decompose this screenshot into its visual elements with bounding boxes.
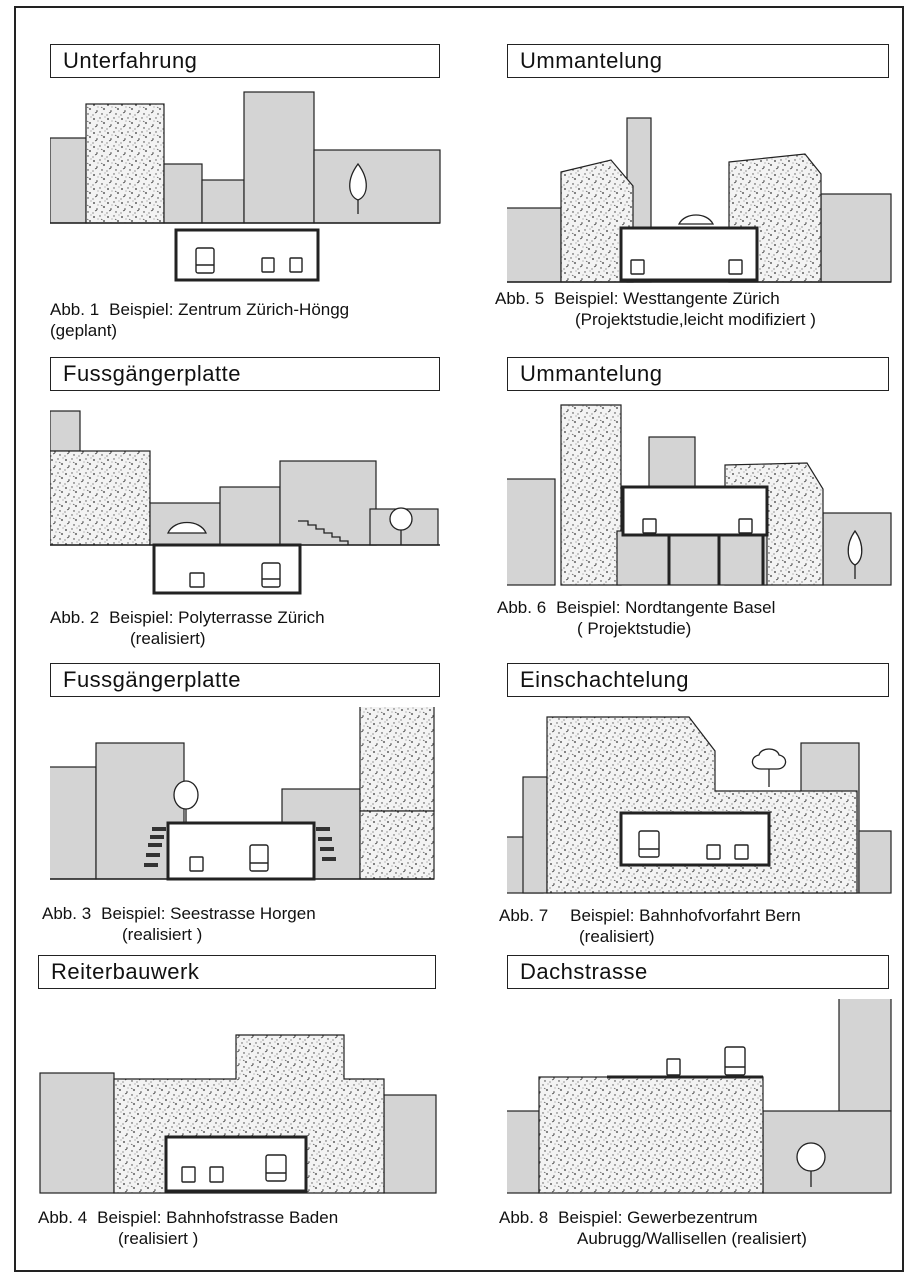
- diagram-polyterrasse: [50, 401, 450, 601]
- panel-fussgaengerplatte-2: Fussgängerplatte: [42, 663, 450, 963]
- panel-title: Unterfahrung: [50, 44, 440, 78]
- panel-title: Fussgängerplatte: [50, 663, 440, 697]
- panel-title: Einschachtelung: [507, 663, 889, 697]
- diagram-gewerbezentrum: [507, 999, 907, 1199]
- diagram-seestrasse: [50, 707, 450, 907]
- diagram-unterfahrung: [50, 88, 450, 288]
- diagram-westtangente: [507, 88, 907, 288]
- panel-title: Dachstrasse: [507, 955, 889, 989]
- diagram-bahnhofstrasse: [38, 999, 438, 1199]
- panel-title: Ummantelung: [507, 44, 889, 78]
- figure-frame: [14, 6, 904, 1272]
- diagram-bahnhofvorfahrt: [507, 707, 907, 907]
- panel-title: Fussgängerplatte: [50, 357, 440, 391]
- panel-title: Ummantelung: [507, 357, 889, 391]
- panel-title: Reiterbauwerk: [38, 955, 436, 989]
- diagram-nordtangente: [507, 401, 907, 601]
